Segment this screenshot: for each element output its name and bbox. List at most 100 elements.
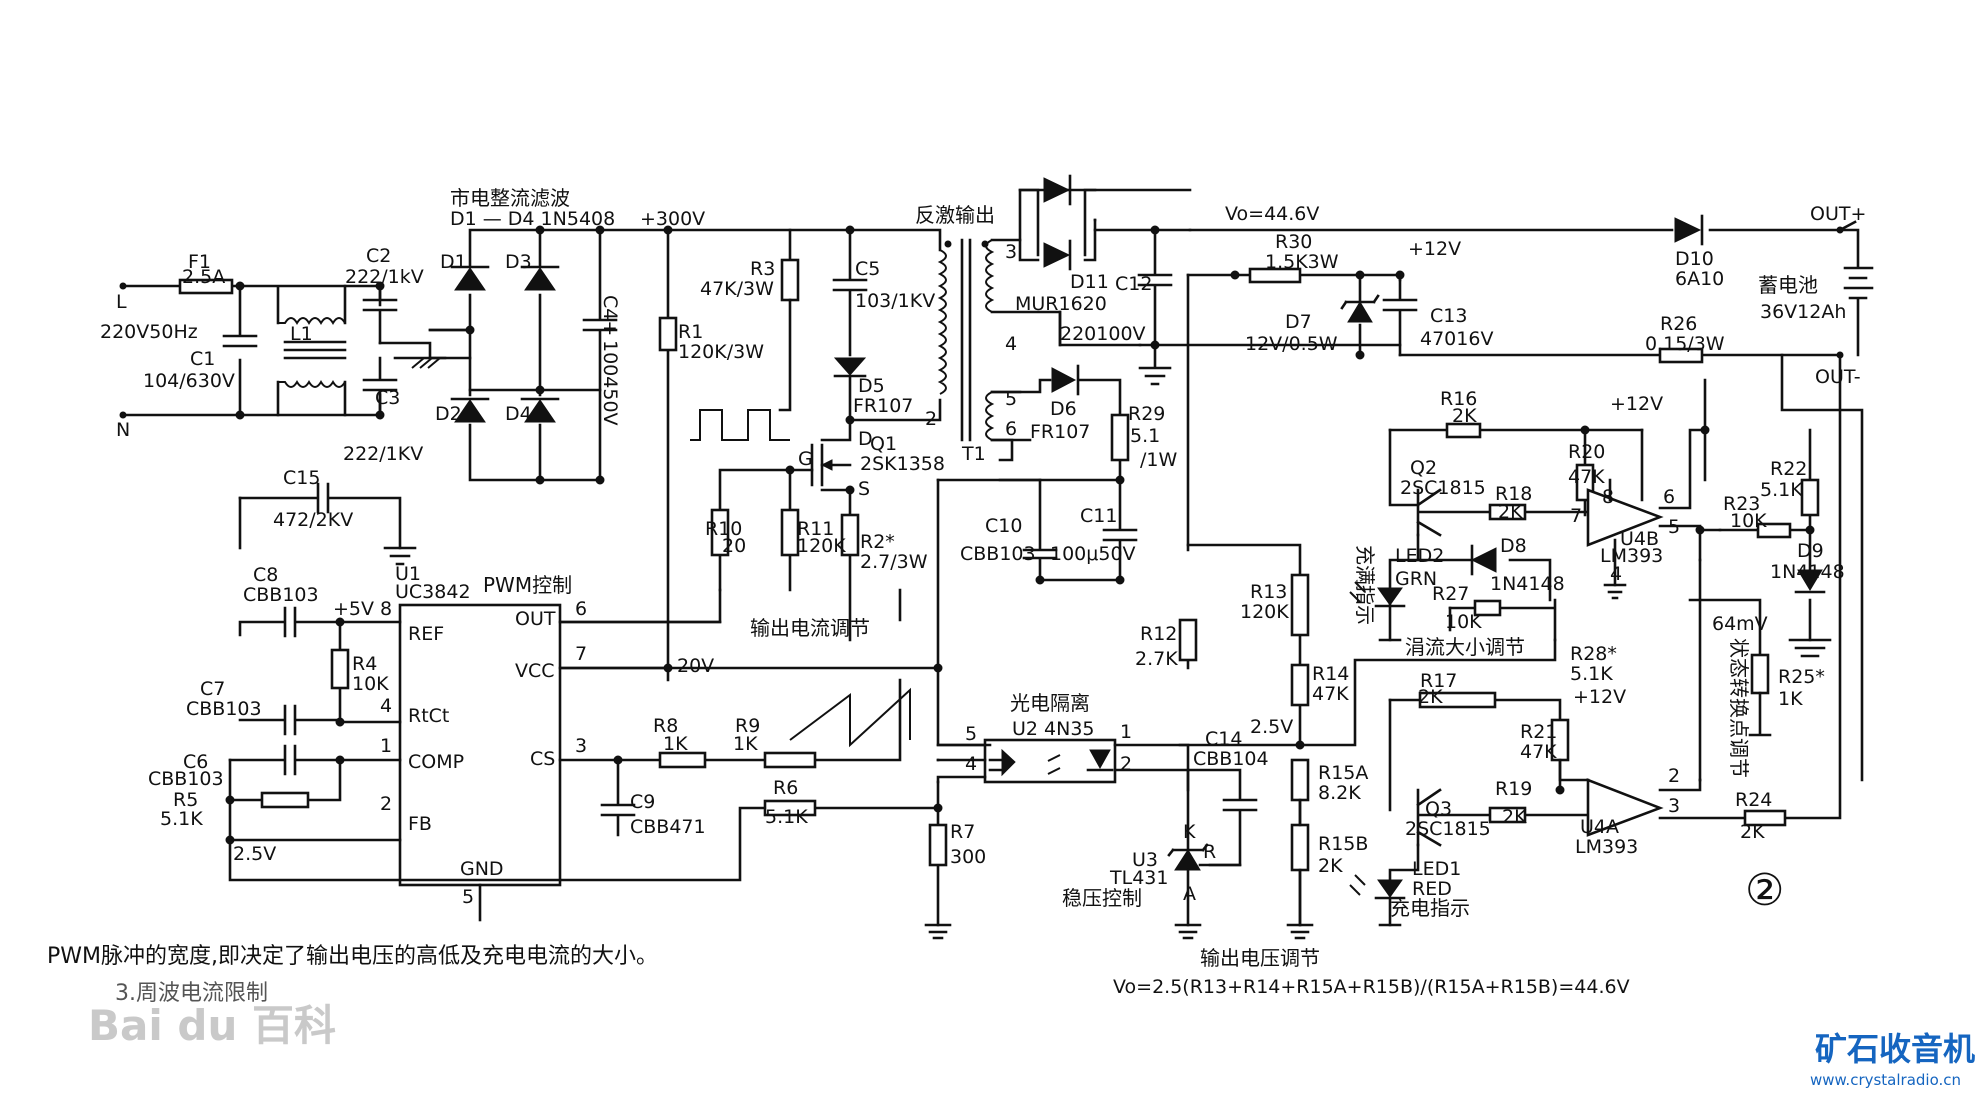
label-r11: R11 xyxy=(797,518,834,540)
label-mains: 220V50Hz xyxy=(100,321,198,343)
label-d11-val: MUR1620 xyxy=(1015,293,1107,315)
label-u1-p5: 5 xyxy=(462,886,474,908)
label-300v: +300V xyxy=(640,208,705,230)
label-r24-val: 2K xyxy=(1740,821,1765,843)
label-opto-1: 1 xyxy=(1120,721,1132,743)
label-u1: U1 xyxy=(395,563,421,585)
label-c6: C6 xyxy=(183,751,208,773)
label-pwm-ctrl: PWM控制 xyxy=(483,573,572,597)
label-r1: R1 xyxy=(678,321,703,343)
label-d6-val: FR107 xyxy=(1030,421,1090,443)
label-c5: C5 xyxy=(855,258,880,280)
label-r23: R23 xyxy=(1723,493,1760,515)
label-r13: R13 xyxy=(1250,581,1287,603)
label-c4-val: 100450V xyxy=(599,340,621,426)
label-r20-val: 47K xyxy=(1568,466,1605,488)
label-c3: C3 xyxy=(375,387,400,409)
label-u1-p2: 2 xyxy=(380,793,392,815)
label-t5: 5 xyxy=(1005,388,1017,410)
label-u3-r: R xyxy=(1203,841,1216,863)
brand-url: www.crystalradio.cn xyxy=(1810,1071,1961,1089)
label-d9-val: 1N4148 xyxy=(1770,561,1845,583)
baidu-watermark: Bai du 百科 xyxy=(88,1001,336,1050)
caption-text-2: 3.周波电流限制 xyxy=(115,981,268,1006)
label-l: L xyxy=(116,291,127,313)
label-q2-val: 2SC1815 xyxy=(1400,477,1486,499)
label-c13-val: 47016V xyxy=(1420,328,1493,350)
label-r6-val: 5.1K xyxy=(765,806,808,828)
label-r28-val: 5.1K xyxy=(1570,663,1613,685)
label-5v: +5V xyxy=(333,598,374,620)
label-circle-2: ② xyxy=(1745,865,1784,916)
label-r9: R9 xyxy=(735,715,760,737)
label-c5-val: 103/1KV xyxy=(855,290,935,312)
label-c14-val: CBB104 xyxy=(1193,748,1269,770)
label-c11-val: 100μ50V xyxy=(1050,543,1136,565)
label-r17-val: 2K xyxy=(1418,686,1443,708)
label-c8: C8 xyxy=(253,564,278,586)
label-12v-a: +12V xyxy=(1408,238,1461,260)
label-r22-val: 5.1K xyxy=(1760,479,1803,501)
label-r14: R14 xyxy=(1312,663,1349,685)
label-u1-p3: 3 xyxy=(575,735,587,757)
label-c15: C15 xyxy=(283,467,320,489)
label-u4a-p2: 2 xyxy=(1668,765,1680,787)
label-d5: D5 xyxy=(858,375,885,397)
label-r26: R26 xyxy=(1660,313,1697,335)
label-l1: L1 xyxy=(290,323,313,345)
label-64mv: 64mV xyxy=(1712,613,1768,635)
label-u4b-p6: 6 xyxy=(1663,486,1675,508)
label-c1-val: 104/630V xyxy=(143,370,235,392)
label-d2: D2 xyxy=(435,403,462,425)
transformer-t1 xyxy=(937,238,1062,442)
label-led1-val: RED xyxy=(1412,878,1452,900)
label-r3: R3 xyxy=(750,258,775,280)
label-r24: R24 xyxy=(1735,789,1772,811)
label-c6-val: CBB103 xyxy=(148,768,224,790)
label-r20: R20 xyxy=(1568,441,1605,463)
label-t1: T1 xyxy=(961,443,986,465)
label-r29-w: /1W xyxy=(1140,449,1177,471)
label-u4b-p4: 4 xyxy=(1610,563,1622,585)
label-r23-val: 10K xyxy=(1730,510,1767,532)
label-c1: C1 xyxy=(190,348,215,370)
label-u3-a: A xyxy=(1183,883,1196,905)
fuse-f1 xyxy=(178,278,234,295)
label-c14: C14 xyxy=(1205,728,1242,750)
label-full-indicator: 充满指示 xyxy=(1353,545,1377,625)
label-reg-ctrl: 稳压控制 xyxy=(1062,886,1142,910)
label-r27-val: 10K xyxy=(1445,611,1482,633)
bridge-rectifier xyxy=(428,225,792,485)
label-r18: R18 xyxy=(1495,483,1532,505)
label-2-5v-a: 2.5V xyxy=(1250,716,1293,738)
label-d1: D1 xyxy=(440,251,467,273)
label-r16-val: 2K xyxy=(1452,405,1477,427)
label-u1-p7: 7 xyxy=(575,643,587,665)
label-r15b-val: 2K xyxy=(1318,855,1343,877)
label-r3-val: 47K/3W xyxy=(700,278,774,300)
label-r12-val: 2.7K xyxy=(1135,648,1178,670)
label-2-5v-b: 2.5V xyxy=(233,843,276,865)
label-c13: C13 xyxy=(1430,305,1467,327)
label-cs: CS xyxy=(530,748,555,770)
label-d11: D11 xyxy=(1070,271,1109,293)
label-r8-val: 1K xyxy=(663,733,688,755)
label-formula: Vo=2.5(R13+R14+R15A+R15B)/(R15A+R15B)=44… xyxy=(1113,976,1630,998)
label-state-adj: 状态转换点调节 xyxy=(1727,638,1751,778)
label-r27: R27 xyxy=(1432,583,1469,605)
label-u3-k: K xyxy=(1183,821,1196,843)
label-r21: R21 xyxy=(1520,721,1557,743)
label-d7-val: 12V/0.5W xyxy=(1245,333,1338,355)
label-trickle-adj: 涓流大小调节 xyxy=(1405,635,1525,659)
label-u1-p4: 4 xyxy=(380,695,392,717)
label-r22: R22 xyxy=(1770,458,1807,480)
label-u2: U2 4N35 xyxy=(1012,718,1095,740)
label-c10-val: CBB103 xyxy=(960,543,1036,565)
label-d10: D10 xyxy=(1675,248,1714,270)
label-u4b-p7: 7 xyxy=(1570,505,1582,527)
labels-layer: 市电整流滤波 D1 — D4 1N5408 +300V 反激输出 Vo=44.6… xyxy=(47,186,1975,1089)
mosfet-q1 xyxy=(788,418,860,642)
label-c9-val: CBB471 xyxy=(630,816,706,838)
label-r29: R29 xyxy=(1128,403,1165,425)
